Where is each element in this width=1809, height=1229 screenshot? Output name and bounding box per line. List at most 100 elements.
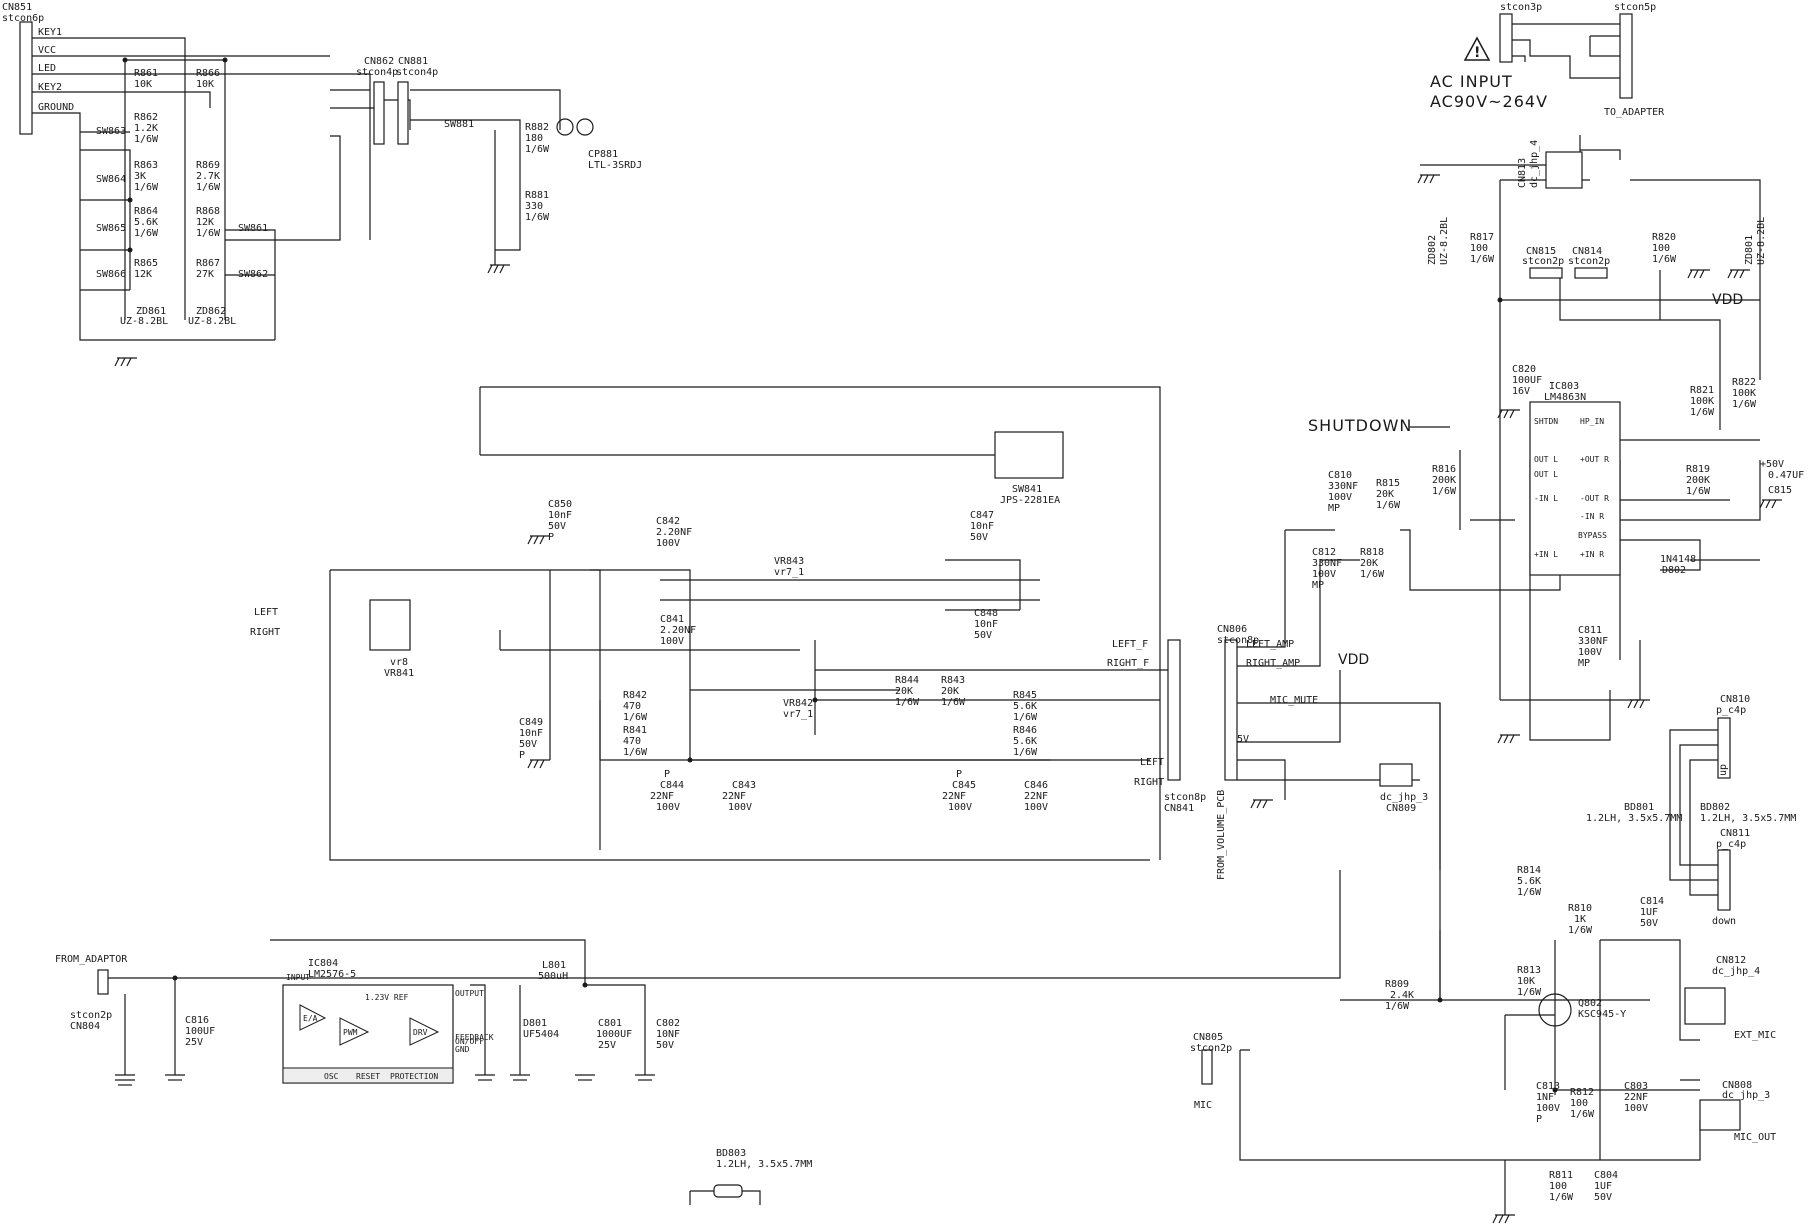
cn851-type: stcon6p (2, 13, 44, 24)
c842-ref: C842 (656, 516, 680, 527)
r861-value: 10K (134, 79, 152, 90)
ground-icon (1250, 799, 1273, 809)
r866-value: 10K (196, 79, 214, 90)
sw864-ref: SW864 (96, 174, 126, 185)
switch-sw841 (994, 431, 1064, 479)
r813-value: 10K (1517, 976, 1535, 987)
ic803-pin-inr-pos: +IN R (1580, 550, 1604, 559)
ground-icon (527, 759, 550, 769)
sw865-ref: SW865 (96, 223, 126, 234)
cn813-ref: CN813 (1517, 158, 1528, 188)
r866-ref: R866 (196, 68, 220, 79)
pin-led: LED (38, 63, 56, 74)
vr843-ref: VR843 (774, 556, 804, 567)
r881-rating: 1/6W (525, 212, 550, 223)
r863-ref: R863 (134, 160, 158, 171)
r842-rating: 1/6W (623, 712, 648, 723)
r841-value: 470 (623, 736, 641, 747)
sw841-ref: SW841 (1012, 484, 1042, 495)
r861-ref: R861 (134, 68, 158, 79)
r864-ref: R864 (134, 206, 158, 217)
jack-cn813 (1545, 151, 1583, 189)
ic804-pin-output: OUTPUT (455, 989, 484, 998)
cn808-type: dc_jhp_3 (1722, 1090, 1770, 1101)
bd802-value: 1.2LH, 3.5x5.7MM (1700, 813, 1796, 824)
c815-value: 0.47UF (1768, 470, 1804, 481)
c850-value: 10nF (548, 510, 572, 521)
c810-note: MP (1328, 503, 1340, 514)
r821-value: 100K (1690, 396, 1714, 407)
r845-ref: R845 (1013, 690, 1037, 701)
cn809-type: dc_jhp_3 (1380, 792, 1428, 803)
c845-value: 22NF (942, 791, 966, 802)
c816-ref: C816 (185, 1015, 209, 1026)
c820-ref: C820 (1512, 364, 1536, 375)
pin-vcc: VCC (38, 45, 56, 56)
sw881-ref: SW881 (444, 119, 474, 130)
ic804-ref: IC804 (308, 958, 338, 969)
ic803-pin-inl-neg: -IN L (1534, 494, 1558, 503)
c815-rating: +50V (1760, 459, 1784, 470)
cn809-ref: CN809 (1386, 803, 1416, 814)
r869-value: 2.7K (196, 171, 220, 182)
c848-ref: C848 (974, 608, 998, 619)
ic804-pin-input: INPUT (286, 973, 310, 982)
bd801-ref: BD801 (1624, 802, 1654, 813)
r865-ref: R865 (134, 258, 158, 269)
r810-rating: 1/6W (1568, 925, 1593, 936)
r819-ref: R819 (1686, 464, 1710, 475)
warning-mark: ! (1474, 45, 1480, 61)
connector-cn804 (97, 969, 109, 995)
bd801-value: 1.2LH, 3.5x5.7MM (1586, 813, 1682, 824)
c803-ref: C803 (1624, 1081, 1648, 1092)
r815-rating: 1/6W (1376, 500, 1401, 511)
stcon5p-type: stcon5p (1614, 2, 1656, 13)
cn841-type: stcon8p (1164, 792, 1206, 803)
r809-value: 2.4K (1390, 990, 1414, 1001)
cn881-ref: CN881 (398, 56, 428, 67)
r816-value: 200K (1432, 475, 1456, 486)
c841-ref: C841 (660, 614, 684, 625)
r845-rating: 1/6W (1013, 712, 1038, 723)
c848-rating: 50V (974, 630, 992, 641)
r846-value: 5.6K (1013, 736, 1037, 747)
r815-value: 20K (1376, 489, 1394, 500)
pin-ground: GROUND (38, 102, 74, 113)
c810-ref: C810 (1328, 470, 1352, 481)
c804-value: 1UF (1594, 1181, 1612, 1192)
c846-rating: 100V (1024, 802, 1048, 813)
c802-value: 10NF (656, 1029, 680, 1040)
r813-ref: R813 (1517, 965, 1541, 976)
cn805-type: stcon2p (1190, 1043, 1232, 1054)
stcon3p-type: stcon3p (1500, 2, 1542, 13)
cp881-ref: CP881 (588, 149, 618, 160)
cn804-type: stcon2p (70, 1010, 112, 1021)
cn811-label: down (1712, 916, 1736, 927)
net-right-amp: RIGHT_AMP (1246, 658, 1300, 669)
r822-value: 100K (1732, 388, 1756, 399)
cn815-ref: CN815 (1526, 246, 1556, 257)
connector-cn811 (1717, 849, 1731, 911)
cn841-ref: CN841 (1164, 803, 1194, 814)
r815-ref: R815 (1376, 478, 1400, 489)
to-adapter-label: TO_ADAPTER (1604, 107, 1665, 118)
bead-bd803: BD803 1.2LH, 3.5x5.7MM (689, 1148, 812, 1205)
c842-value: 2.20NF (656, 527, 692, 538)
c812-value: 330NF (1312, 558, 1342, 569)
signal-left-f: LEFT_F (1112, 639, 1148, 650)
r817-value: 100 (1470, 243, 1488, 254)
input-right: RIGHT (250, 627, 280, 638)
cn811-type: p_c4p (1716, 839, 1746, 850)
block-drv: DRV (413, 1028, 428, 1037)
connector-cn805 (1201, 1049, 1213, 1085)
cn862-ref: CN862 (364, 56, 394, 67)
ac-input-block: ! AC INPUT AC90V~264V stcon3p stcon5p TO… (1430, 2, 1665, 118)
cn815-type: stcon2p (1522, 256, 1564, 267)
c804-rating: 50V (1594, 1192, 1612, 1203)
pin-key2: KEY2 (38, 82, 62, 93)
net-5v: 5V (1237, 734, 1249, 745)
r862-ref: R862 (134, 112, 158, 123)
c841-value: 2.20NF (660, 625, 696, 636)
r869-ref: R869 (196, 160, 220, 171)
